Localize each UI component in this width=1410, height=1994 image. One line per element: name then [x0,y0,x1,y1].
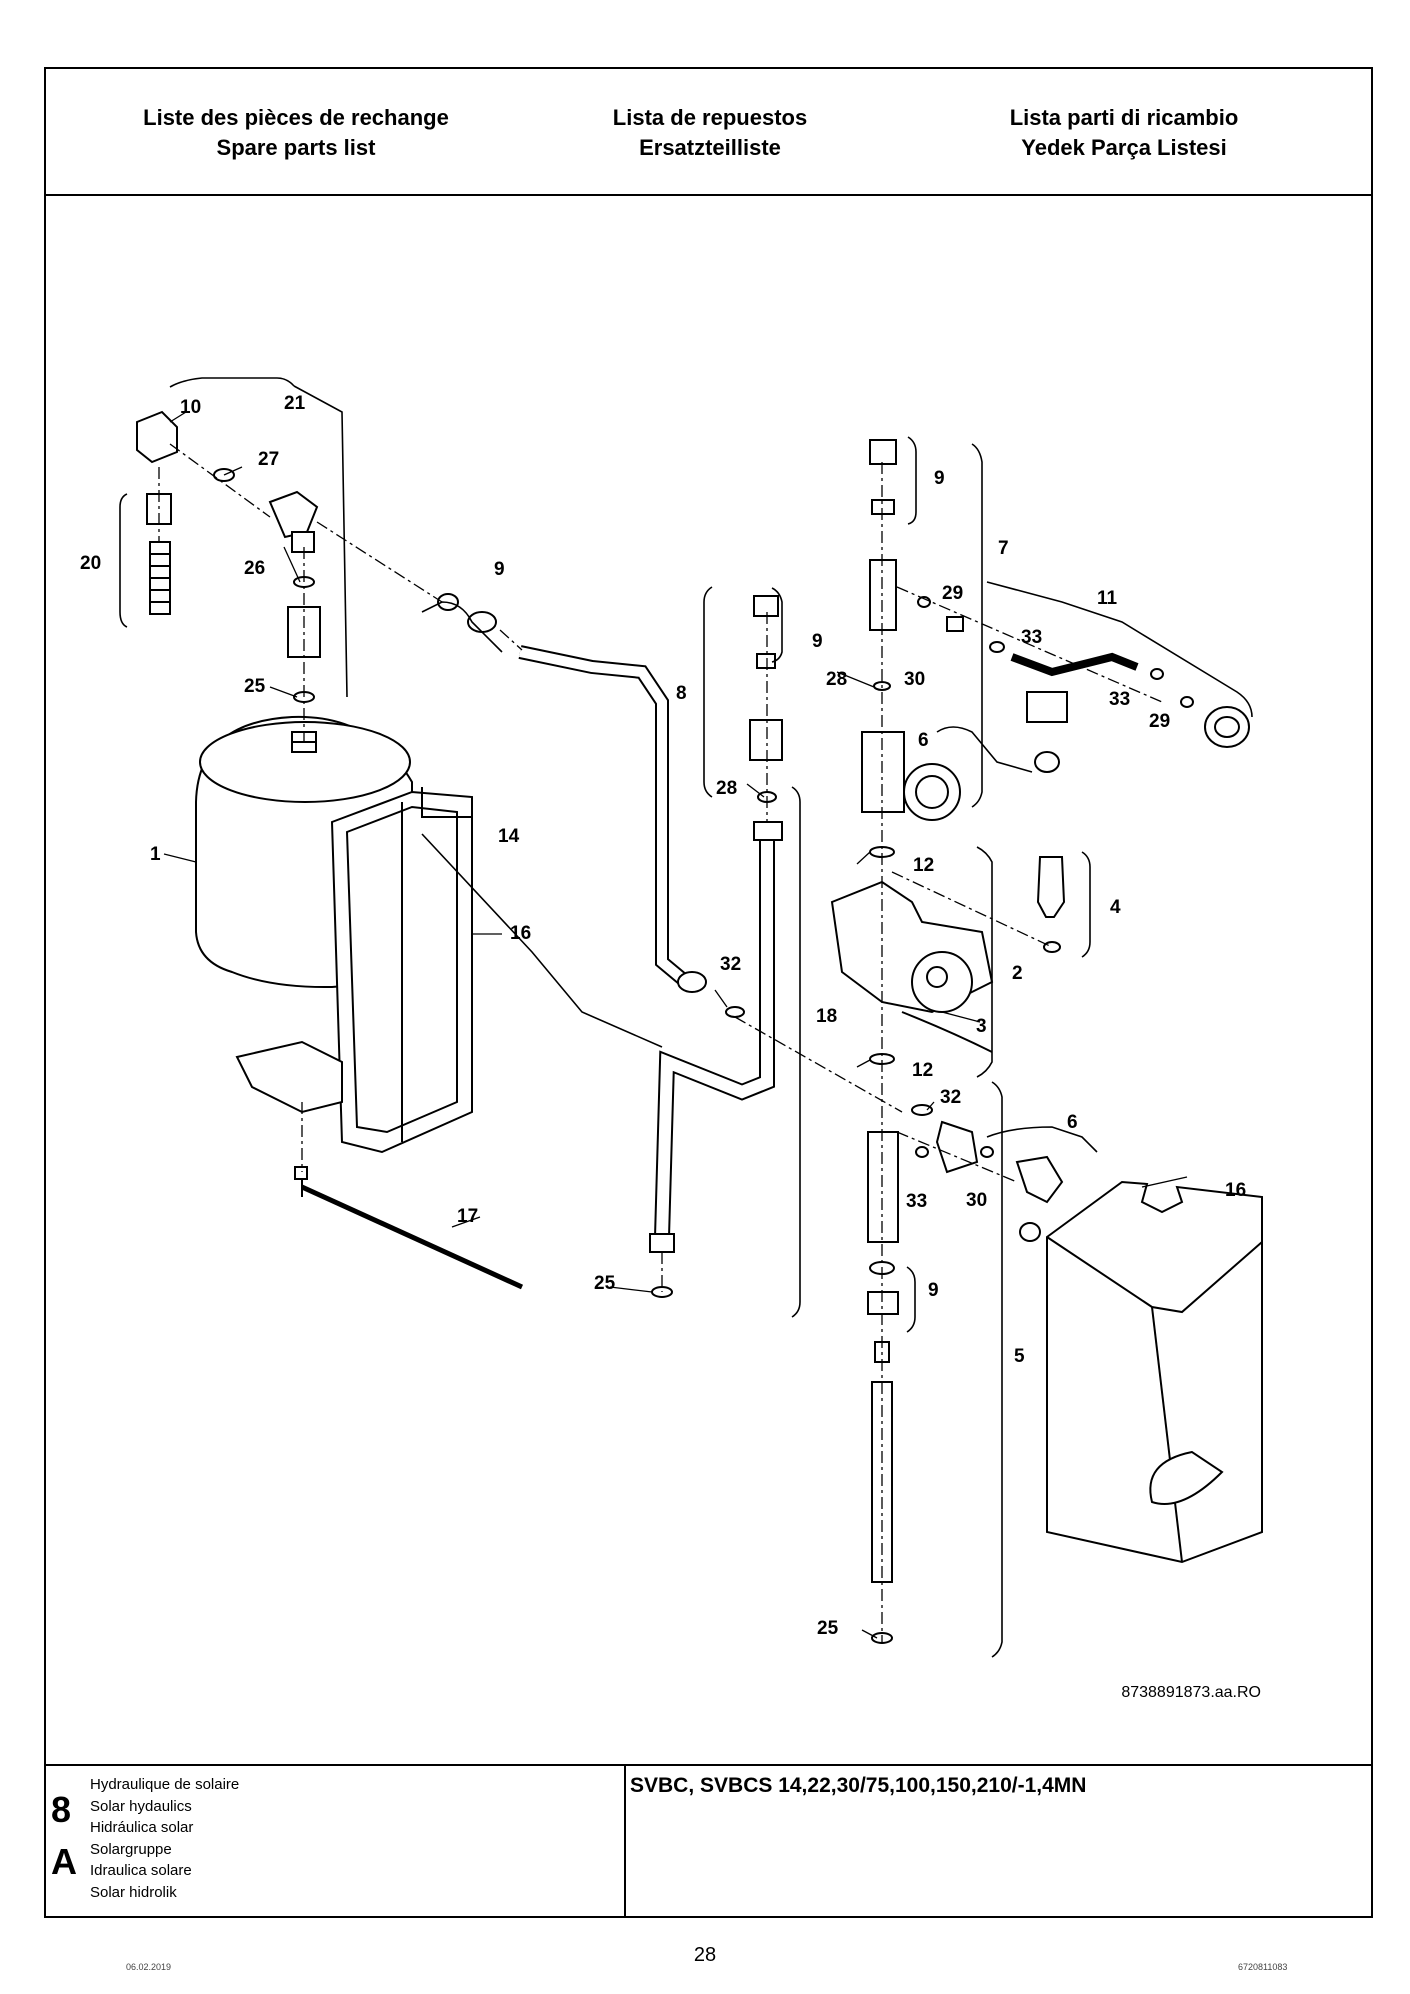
header-title-de: Ersatzteilliste [639,135,781,160]
section-title-tr: Solar hidrolik [90,1883,177,1901]
callout-6-lower: 6 [1067,1112,1078,1133]
header-title-es: Lista de repuestos [612,105,808,130]
callout-21: 21 [284,393,306,414]
callout-2: 2 [1012,963,1023,984]
safety-valve-group [136,410,321,703]
callout-33-c: 33 [906,1191,927,1212]
callout-25-bottom: 25 [817,1618,839,1639]
callout-9-c: 9 [934,468,945,489]
callout-9-a: 9 [494,559,505,580]
pipe-18 [649,821,783,1298]
header-title-it: Lista parti di ricambio [1009,105,1239,130]
group-brackets [119,377,1253,1658]
callout-6-upper: 6 [918,730,929,751]
page-number: 28 [693,1944,717,1966]
header-col-it-tr: Lista parti di ricambio Yedek Parça List… [914,103,1334,163]
section-title-it: Idraulica solare [90,1862,192,1879]
callout-28-b: 28 [716,778,737,799]
header-col-es-de: Lista de repuestos Ersatzteilliste [500,103,920,163]
gauge-branch [917,596,1250,773]
section-title-de: Solargruppe [90,1840,172,1858]
flow-fittings-8 [725,595,783,1018]
bracket [235,787,473,1154]
footer: 8 A Hydraulique de solaire Solar hydauli… [46,1764,1371,1918]
centerlines [158,443,1163,1642]
callout-12-lower: 12 [912,1060,933,1081]
callout-16-right: 16 [1225,1180,1246,1201]
page-frame: Liste des pièces de rechange Spare parts… [44,67,1373,1918]
callout-14: 14 [498,826,520,847]
callout-18: 18 [816,1006,837,1027]
section-title-list: Hydraulique de solaire Solar hydaulics H… [90,1774,239,1903]
section-number: 8 [51,1789,72,1830]
deaerator [1036,856,1066,953]
callout-9-d: 9 [928,1280,939,1301]
callout-12-upper: 12 [913,855,934,876]
capillary-pipe [294,1166,524,1290]
section-block: 8 A Hydraulique de solaire Solar hydauli… [46,1766,626,1918]
callout-30-a: 30 [904,669,925,690]
callout-25-top: 25 [244,676,266,697]
document-code: 6720811083 [1238,1962,1288,1972]
header-title-fr: Liste des pièces de rechange [143,105,449,130]
callout-20: 20 [80,553,101,574]
callout-4: 4 [1110,897,1121,918]
print-date: 06.02.2019 [126,1962,172,1972]
callout-9-b: 9 [812,631,823,652]
callout-33-a: 33 [1021,627,1042,648]
header-col-fr-en: Liste des pièces de rechange Spare parts… [86,103,506,163]
callout-8: 8 [676,683,687,704]
section-title-fr: Hydraulique de solaire [90,1776,240,1793]
callout-7: 7 [998,538,1009,559]
header-title-tr: Yedek Parça Listesi [1021,135,1227,160]
callout-29-a: 29 [942,583,963,604]
callout-25-mid: 25 [594,1273,616,1294]
callout-29-b: 29 [1149,711,1170,732]
callout-33-b: 33 [1109,689,1130,710]
leader-lines [163,411,1188,1639]
callout-16-left: 16 [510,923,531,944]
callout-11: 11 [1097,588,1118,609]
callout-5: 5 [1014,1346,1025,1367]
callout-32-a: 32 [720,954,741,975]
callout-10: 10 [180,397,201,418]
callout-27: 27 [258,449,279,470]
fill-drain-valve [1015,1155,1064,1242]
callout-28-a: 28 [826,669,847,690]
callout-30-b: 30 [966,1190,987,1211]
section-title-en: Solar hydaulics [90,1797,192,1815]
callout-32-b: 32 [940,1087,961,1108]
callout-1: 1 [150,844,161,865]
front-cover [1046,1180,1263,1564]
drawing-reference: 8738891873.aa.RO [1121,1684,1261,1701]
callout-labels: 1 2 3 4 5 6 6 7 8 9 9 9 9 10 11 12 12 14… [80,393,1246,1639]
callout-3: 3 [976,1016,987,1037]
callout-17: 17 [457,1206,478,1227]
exploded-diagram: 1 2 3 4 5 6 6 7 8 9 9 9 9 10 11 12 12 14… [46,196,1371,1764]
model-designation: SVBC, SVBCS 14,22,30/75,100,150,210/-1,4… [630,1774,1087,1797]
pipe-14 [437,593,707,993]
return-column [830,439,994,1644]
callout-26: 26 [244,558,265,579]
exploded-view-svg: 1 2 3 4 5 6 6 7 8 9 9 9 9 10 11 12 12 14… [80,377,1263,1658]
section-title-es: Hidráulica solar [90,1819,194,1836]
section-letter: A [51,1841,77,1882]
header-title-en: Spare parts list [216,135,376,160]
header: Liste des pièces de rechange Spare parts… [46,69,1371,196]
